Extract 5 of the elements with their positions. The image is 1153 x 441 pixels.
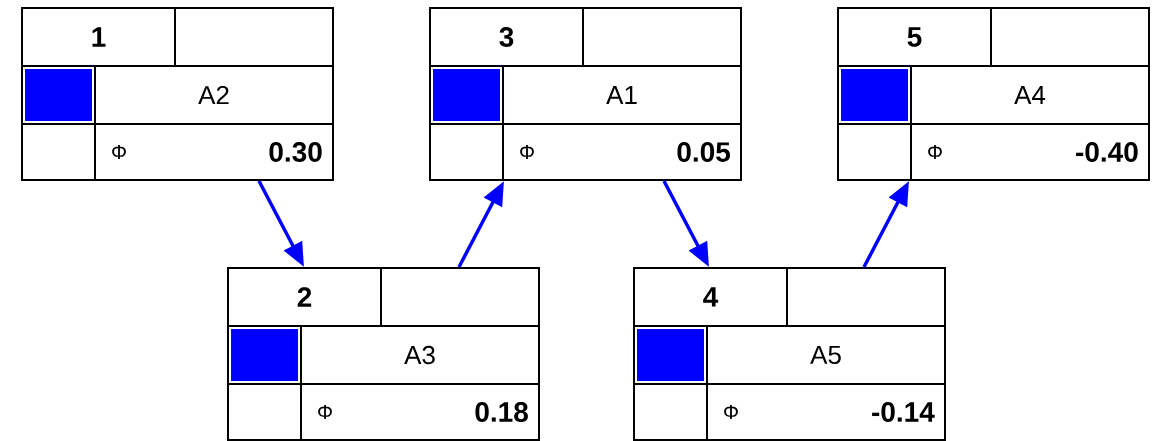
table-card: 1 A2 Φ 0.30 [21, 7, 334, 181]
table-card: 2 A3 Φ 0.18 [227, 267, 540, 441]
table-card: 5 A4 Φ -0.40 [837, 7, 1150, 181]
table-card: 4 A5 Φ -0.14 [633, 267, 946, 441]
table-card: 3 A1 Φ 0.05 [429, 7, 742, 181]
